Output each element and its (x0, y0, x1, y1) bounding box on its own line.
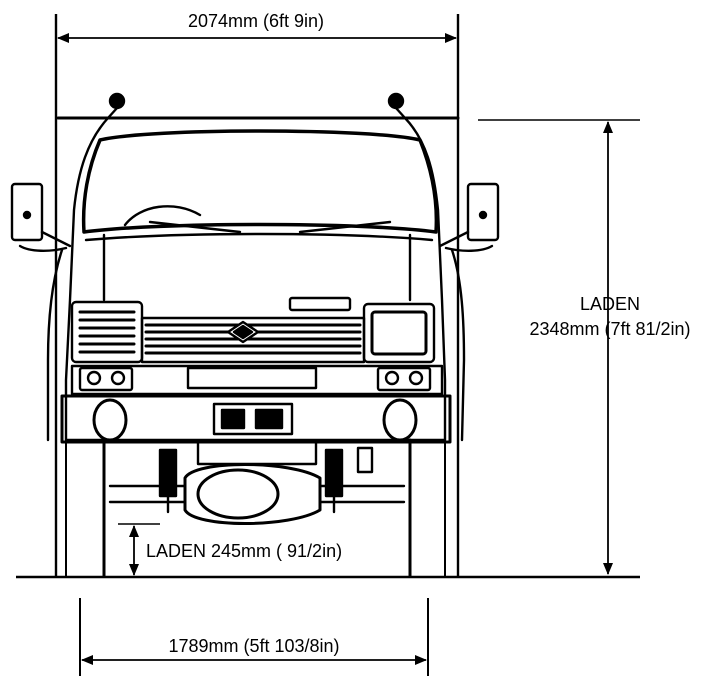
overall-width-label: 2074mm (6ft 9in) (188, 11, 324, 31)
radiator-grille (140, 316, 366, 364)
roof-marker-lamps (106, 92, 407, 120)
right-indicator-lamps (376, 366, 432, 392)
front-axle (108, 440, 406, 525)
height-label: 2348mm (7ft 81/2in) (529, 319, 690, 339)
right-mirror (438, 182, 500, 252)
windscreen (81, 129, 439, 234)
dimension-lines (16, 14, 640, 676)
left-mirror (10, 182, 72, 252)
track-label: 1789mm (5ft 103/8in) (168, 636, 339, 656)
height-heading-label: LADEN (580, 294, 640, 314)
left-headlamp (70, 300, 144, 364)
ground-clearance-label: LADEN 245mm ( 91/2in) (146, 541, 342, 561)
right-headlamp (362, 302, 436, 364)
truck-front-drawing (10, 92, 500, 578)
cab-body-outline (64, 116, 447, 442)
bumper (60, 394, 452, 444)
left-indicator-lamps (78, 366, 134, 392)
